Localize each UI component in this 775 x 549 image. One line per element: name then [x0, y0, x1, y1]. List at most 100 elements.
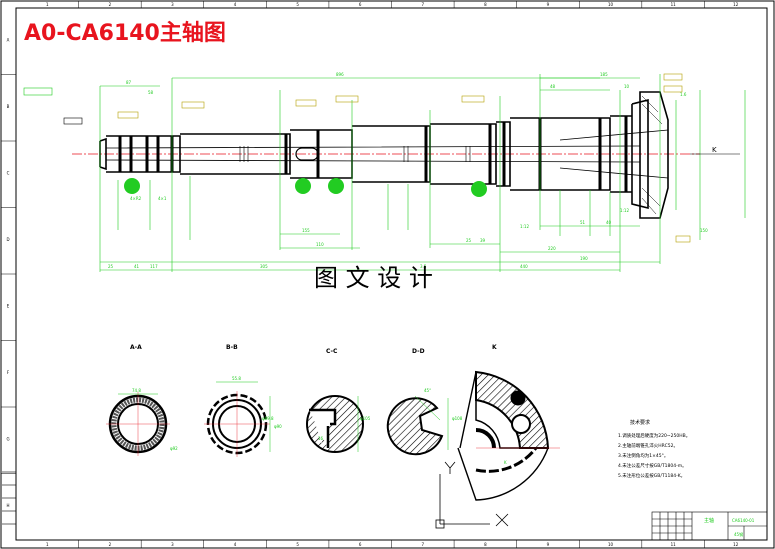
bottom-tick-3: 3: [171, 542, 174, 547]
bottom-tick-12: 12: [733, 542, 739, 547]
notes-item-0: 1.调质处理后硬度为220~250HB。: [618, 432, 690, 439]
section-a-dim-1: φ92: [170, 446, 178, 451]
title-block-part: 主轴: [704, 517, 714, 524]
top-tick-5: 5: [296, 2, 299, 7]
dim-b11: 1.6: [680, 92, 687, 97]
section-c-dim-0: φ105: [360, 416, 371, 421]
dim-b5: 3.5: [420, 264, 427, 269]
bottom-tick-5: 5: [296, 542, 299, 547]
bottom-tick-2: 2: [109, 542, 112, 547]
dim-d6: 440: [520, 264, 528, 269]
bearing-markers: [124, 178, 487, 197]
dim-b10: 220: [548, 246, 556, 251]
title-block-drawing-no: CA6140-01: [732, 518, 755, 523]
section-a-dim-0: 74.8: [132, 388, 141, 393]
title-block-texts: 主轴 CA6140-01 45钢: [704, 517, 755, 537]
bottom-tick-9: 9: [547, 542, 550, 547]
top-tick-10: 10: [608, 2, 614, 7]
top-tick-11: 11: [671, 2, 677, 7]
top-tick-4: 4: [234, 2, 237, 7]
flange-hatch: [641, 95, 663, 215]
bearing-marker-3: [328, 178, 344, 194]
keyway-slot: [295, 147, 319, 161]
section-labels: A-A B-B C-C D-D K: [130, 344, 497, 355]
dim-b1: 25: [108, 264, 114, 269]
dim-d7: 190: [580, 256, 588, 261]
bottom-tick-7: 7: [422, 542, 425, 547]
title-block: [2, 471, 768, 541]
tolerance-frames: [63, 73, 691, 243]
spindle-flange: [639, 91, 669, 219]
watermark-text: 图 文 设 计: [314, 264, 433, 292]
top-tick-3: 3: [171, 2, 174, 7]
dimension-texts: 896 87 58 185 10 305 440 190 48 110 25 4…: [108, 72, 708, 269]
dim-b7: 39: [480, 238, 486, 243]
section-b-dim-1: φ89.8: [262, 416, 274, 421]
dim-d8: 48: [550, 84, 556, 89]
section-b-dim-0: 55.8: [232, 376, 241, 381]
notes-item-4: 5.未注形位公差按GB/T1184-K。: [618, 472, 685, 479]
top-tick-12: 12: [733, 2, 739, 7]
bottom-tick-11: 11: [671, 542, 677, 547]
bearing-marker-4: [471, 181, 487, 197]
bearing-marker-1: [124, 178, 140, 194]
side-tick-G: G: [6, 436, 9, 441]
dim-d4: 10: [624, 84, 630, 89]
top-tick-7: 7: [422, 2, 425, 7]
section-a-a: [106, 392, 170, 456]
dimension-lines: [99, 74, 746, 272]
bearing-marker-2: [295, 178, 311, 194]
section-views: [106, 370, 560, 529]
bottom-tick-6: 6: [359, 542, 362, 547]
dim-b6: 25: [466, 238, 472, 243]
section-d-dim-0: φ108: [452, 416, 463, 421]
arrow-label-k: K: [712, 146, 717, 154]
dim-m1: 4×R2: [130, 196, 142, 201]
side-tick-B: B: [7, 104, 10, 109]
title-block-material: 45钢: [734, 531, 743, 537]
dim-m4: 1:12: [520, 224, 529, 229]
section-dim-lines: [118, 381, 449, 452]
bottom-tick-4: 4: [234, 542, 237, 547]
notes-heading: 技术要求: [630, 419, 650, 426]
section-label-2: C-C: [326, 348, 338, 355]
dim-b3: 117: [150, 264, 158, 269]
section-k-dim-0: K: [504, 460, 507, 465]
top-tick-2: 2: [109, 2, 112, 7]
notes-item-2: 3.未注倒角均为1×45°。: [618, 452, 668, 459]
section-d-dim-1: 45°: [424, 388, 431, 393]
section-label-3: D-D: [412, 348, 425, 355]
view-k: [457, 370, 560, 501]
shaft-bore: [105, 129, 669, 179]
bottom-tick-1: 1: [46, 542, 49, 547]
thread-marks: [239, 146, 471, 162]
dim-b9: 40: [606, 220, 612, 225]
side-tick-C: C: [7, 170, 10, 175]
top-tick-8: 8: [484, 2, 487, 7]
side-tick-E: E: [7, 303, 10, 308]
bottom-tick-8: 8: [484, 542, 487, 547]
dim-d1: 87: [126, 80, 132, 85]
dim-overall: 896: [336, 72, 344, 77]
dim-d3: 185: [600, 72, 608, 77]
side-tick-H: H: [6, 503, 9, 508]
dim-m5: 1:12: [620, 208, 629, 213]
header-tag: [23, 87, 53, 96]
section-c-c: [306, 395, 364, 453]
ucs-axis-icon: [435, 461, 509, 529]
dim-d9: 110: [316, 242, 324, 247]
side-tick-A: A: [7, 37, 10, 42]
section-dims: 74.8 φ92 55.8 φ89.8 φ90 φ105 16 φ108 45°…: [132, 376, 507, 465]
section-label-4: K: [492, 344, 497, 351]
dim-b8: 51: [580, 220, 586, 225]
side-tick-F: F: [7, 370, 10, 375]
technical-notes: 技术要求 1.调质处理后硬度为220~250HB。 2.主轴前端锥孔淬火HRC5…: [618, 419, 690, 479]
notes-item-3: 4.未注公差尺寸按GB/T1804-m。: [618, 462, 687, 469]
dim-m2: 4×1: [158, 196, 167, 201]
dim-b2: 41: [134, 264, 140, 269]
